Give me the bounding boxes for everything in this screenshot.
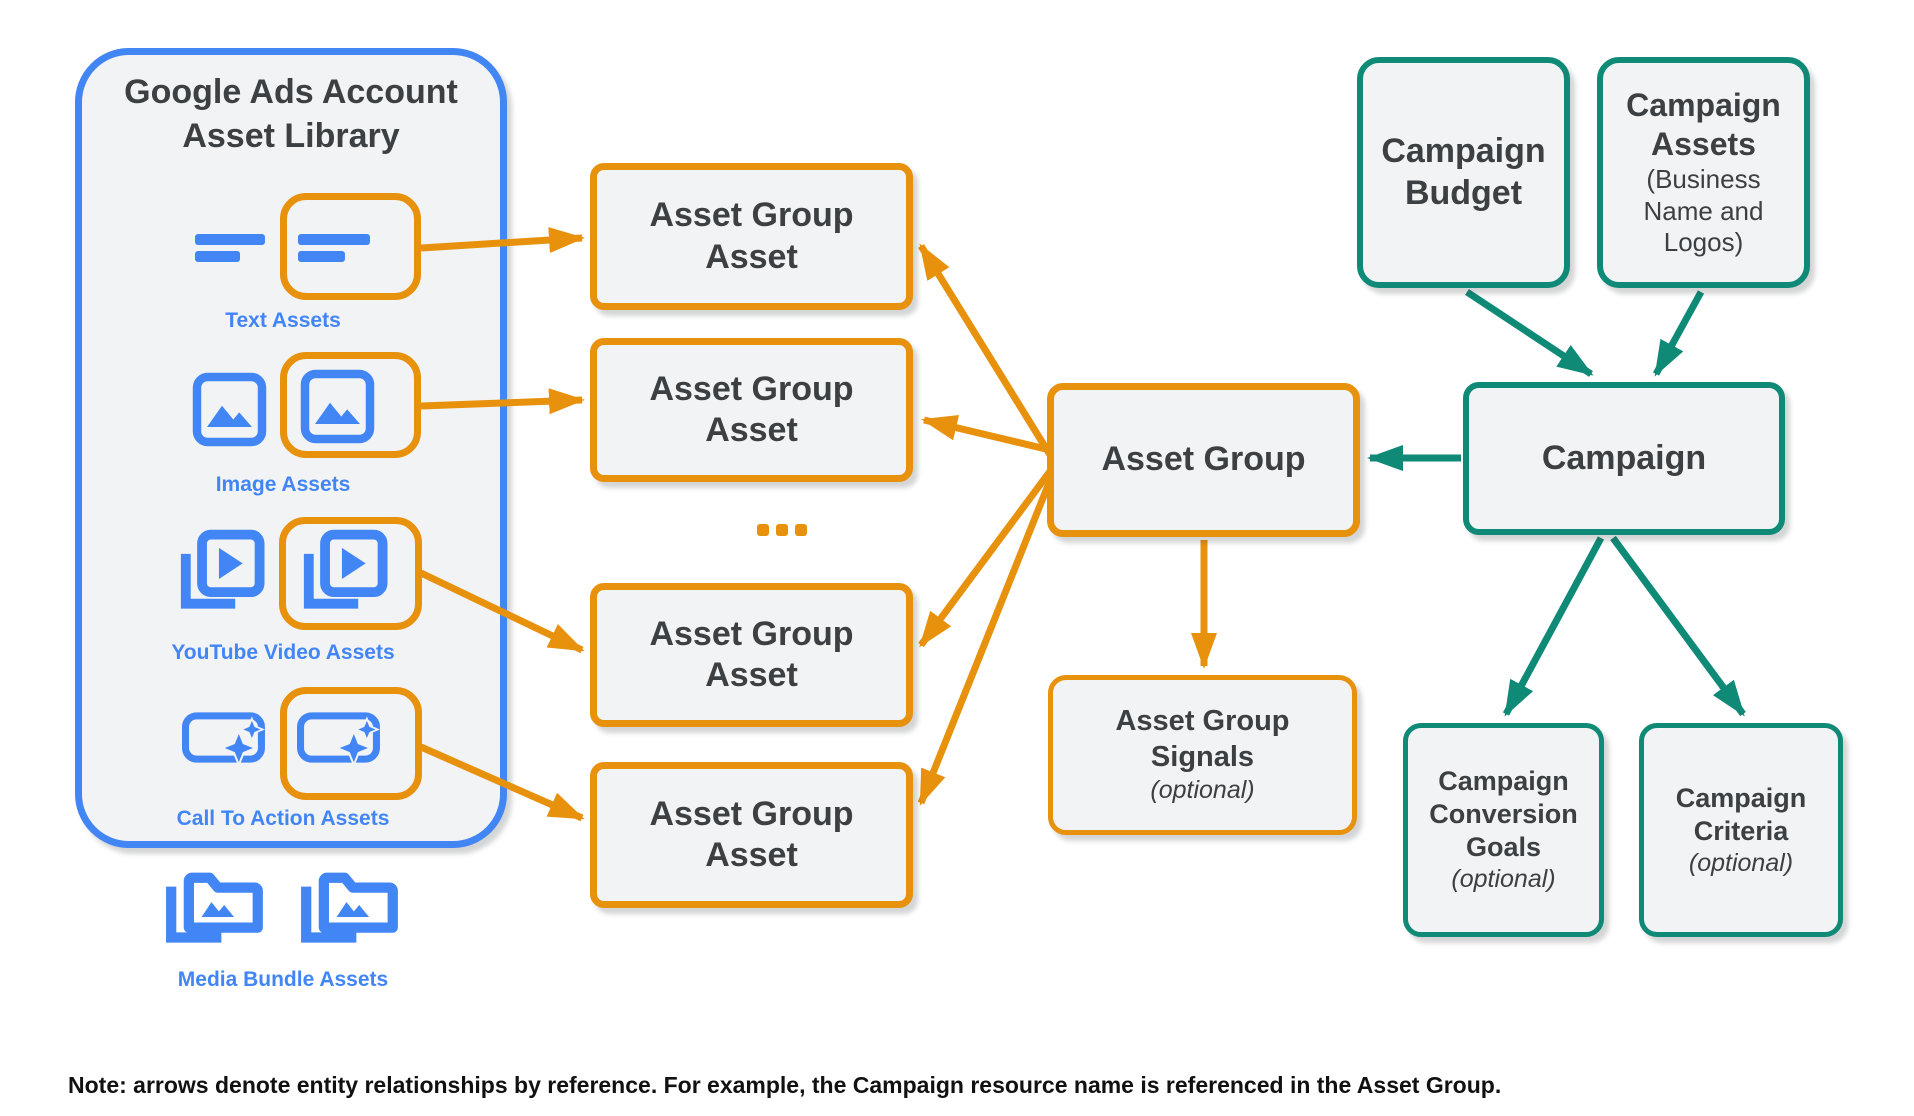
campaign-assets-subtitle: (Business Name and Logos): [1643, 163, 1764, 258]
call-to-action-sparkle-icon: [181, 712, 270, 773]
asset-group-asset-title: Asset Group Asset: [649, 196, 854, 276]
campaign-criteria-title: Campaign Criteria: [1675, 782, 1807, 846]
asset-group-asset-box-1: Asset Group Asset: [590, 163, 913, 310]
asset-group-asset-box-4: Asset Group Asset: [590, 762, 913, 908]
video-stack-icon: [177, 529, 265, 618]
text-asset-selected-outline: [280, 193, 421, 300]
arrow-asset-group-to-aga3: [918, 467, 1054, 648]
image-icon: [300, 368, 375, 450]
asset-group-signals-box: Asset Group Signals (optional): [1048, 675, 1357, 835]
media-bundle-assets-label: Media Bundle Assets: [177, 968, 389, 991]
arrow-asset-group-to-aga2: [921, 414, 1051, 454]
arrow-campaign-to-conversion-goals: [1502, 536, 1605, 717]
campaign-title: Campaign: [1541, 438, 1707, 477]
asset-group-asset-title: Asset Group Asset: [649, 794, 854, 874]
campaign-box: Campaign: [1463, 382, 1785, 535]
campaign-conversion-goals-title: Campaign Conversion Goals: [1429, 766, 1578, 863]
image-assets-label: Image Assets: [215, 473, 351, 496]
asset-group-signals-title: Asset Group Signals: [1115, 705, 1290, 773]
video-stack-icon: [300, 529, 388, 618]
call-to-action-assets-label: Call To Action Assets: [176, 807, 390, 830]
arrow-cta-asset-to-aga4: [419, 743, 585, 822]
asset-group-box: Asset Group: [1047, 383, 1360, 537]
video-asset-selected-outline: [279, 517, 422, 630]
text-assets-label: Text Assets: [225, 309, 341, 332]
arrow-campaign-assets-to-campaign: [1652, 290, 1705, 377]
text-lines-icon: [195, 234, 265, 268]
campaign-assets-title: Campaign Assets: [1626, 86, 1781, 162]
arrow-video-asset-to-aga3: [419, 569, 585, 654]
media-bundle-folder-icon: [297, 858, 403, 952]
image-icon: [192, 371, 267, 453]
campaign-criteria-optional: (optional): [1688, 848, 1794, 877]
footnote: Note: arrows denote entity relationships…: [68, 1072, 1502, 1098]
image-asset-selected-outline: [280, 352, 421, 458]
campaign-budget-box: Campaign Budget: [1357, 57, 1570, 288]
campaign-budget-title: Campaign Budget: [1381, 132, 1546, 212]
arrow-image-asset-to-aga2: [420, 388, 585, 415]
call-to-action-sparkle-icon: [296, 712, 385, 773]
asset-group-asset-title: Asset Group Asset: [649, 369, 854, 449]
campaign-assets-box: Campaign Assets (Business Name and Logos…: [1597, 57, 1810, 288]
asset-group-asset-box-3: Asset Group Asset: [590, 583, 913, 727]
asset-group-asset-box-2: Asset Group Asset: [590, 338, 913, 482]
campaign-criteria-box: Campaign Criteria (optional): [1639, 723, 1843, 937]
arrow-budget-to-campaign: [1465, 289, 1594, 377]
campaign-conversion-goals-optional: (optional): [1451, 865, 1556, 894]
text-lines-icon: [298, 234, 370, 268]
asset-group-asset-title: Asset Group Asset: [649, 614, 854, 694]
asset-group-title: Asset Group: [1101, 440, 1306, 479]
arrow-campaign-to-criteria: [1610, 535, 1746, 717]
youtube-video-assets-label: YouTube Video Assets: [171, 641, 395, 664]
arrow-asset-group-to-aga1: [918, 243, 1055, 460]
cta-asset-selected-outline: [280, 687, 422, 800]
more-asset-group-assets-ellipsis: [757, 524, 807, 536]
arrow-asset-group-to-aga4: [917, 476, 1055, 806]
arrow-text-asset-to-aga1: [420, 227, 585, 254]
asset-library-title: Google Ads Account Asset Library: [124, 73, 458, 156]
media-bundle-folder-icon: [162, 858, 268, 952]
campaign-conversion-goals-box: Campaign Conversion Goals (optional): [1403, 723, 1604, 937]
asset-group-signals-optional: (optional): [1150, 776, 1255, 805]
